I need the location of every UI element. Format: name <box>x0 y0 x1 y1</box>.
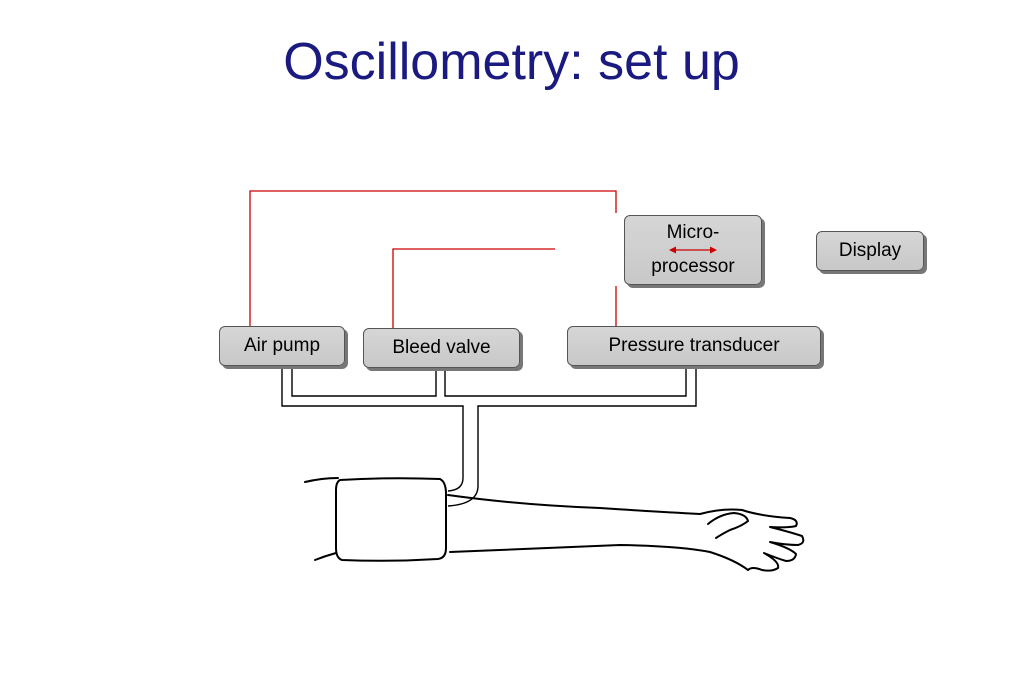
bidirectional-arrow-icon <box>668 245 718 255</box>
display-box: Display <box>816 231 924 271</box>
air-pump-box: Air pump <box>219 326 345 366</box>
microprocessor-box: Micro- processor <box>624 215 762 285</box>
air-tubing <box>281 366 697 507</box>
tube-inner-left <box>291 366 437 397</box>
microprocessor-label-line1: Micro- <box>666 222 720 244</box>
tube-inner-right <box>444 366 687 397</box>
microprocessor-label-line2: processor <box>651 256 735 277</box>
air-pump-label: Air pump <box>243 335 321 357</box>
hand-outline <box>741 509 805 572</box>
arm-lower-edge <box>314 552 337 561</box>
tube-outer-right <box>477 366 697 486</box>
tube-to-cuff-outer <box>447 485 479 507</box>
display-label: Display <box>838 240 902 262</box>
thumb-outline <box>707 512 749 539</box>
slide-title: Oscillometry: set up <box>283 33 740 91</box>
arm-upper-edge <box>304 477 339 483</box>
cuff-outline <box>335 477 447 562</box>
arm-outline-bottom <box>449 544 749 571</box>
tube-outer <box>281 366 464 478</box>
signal-wires <box>249 190 617 328</box>
bleed-valve-label: Bleed valve <box>392 337 491 359</box>
bleed-valve-box: Bleed valve <box>363 328 520 368</box>
pressure-transducer-label: Pressure transducer <box>608 335 780 357</box>
arm-illustration <box>304 477 805 572</box>
air-pump-wire <box>249 190 617 326</box>
bleed-valve-wire <box>392 248 555 328</box>
arm-outline-top <box>447 494 743 515</box>
pressure-transducer-box: Pressure transducer <box>567 326 821 366</box>
tube-to-cuff <box>447 477 464 492</box>
